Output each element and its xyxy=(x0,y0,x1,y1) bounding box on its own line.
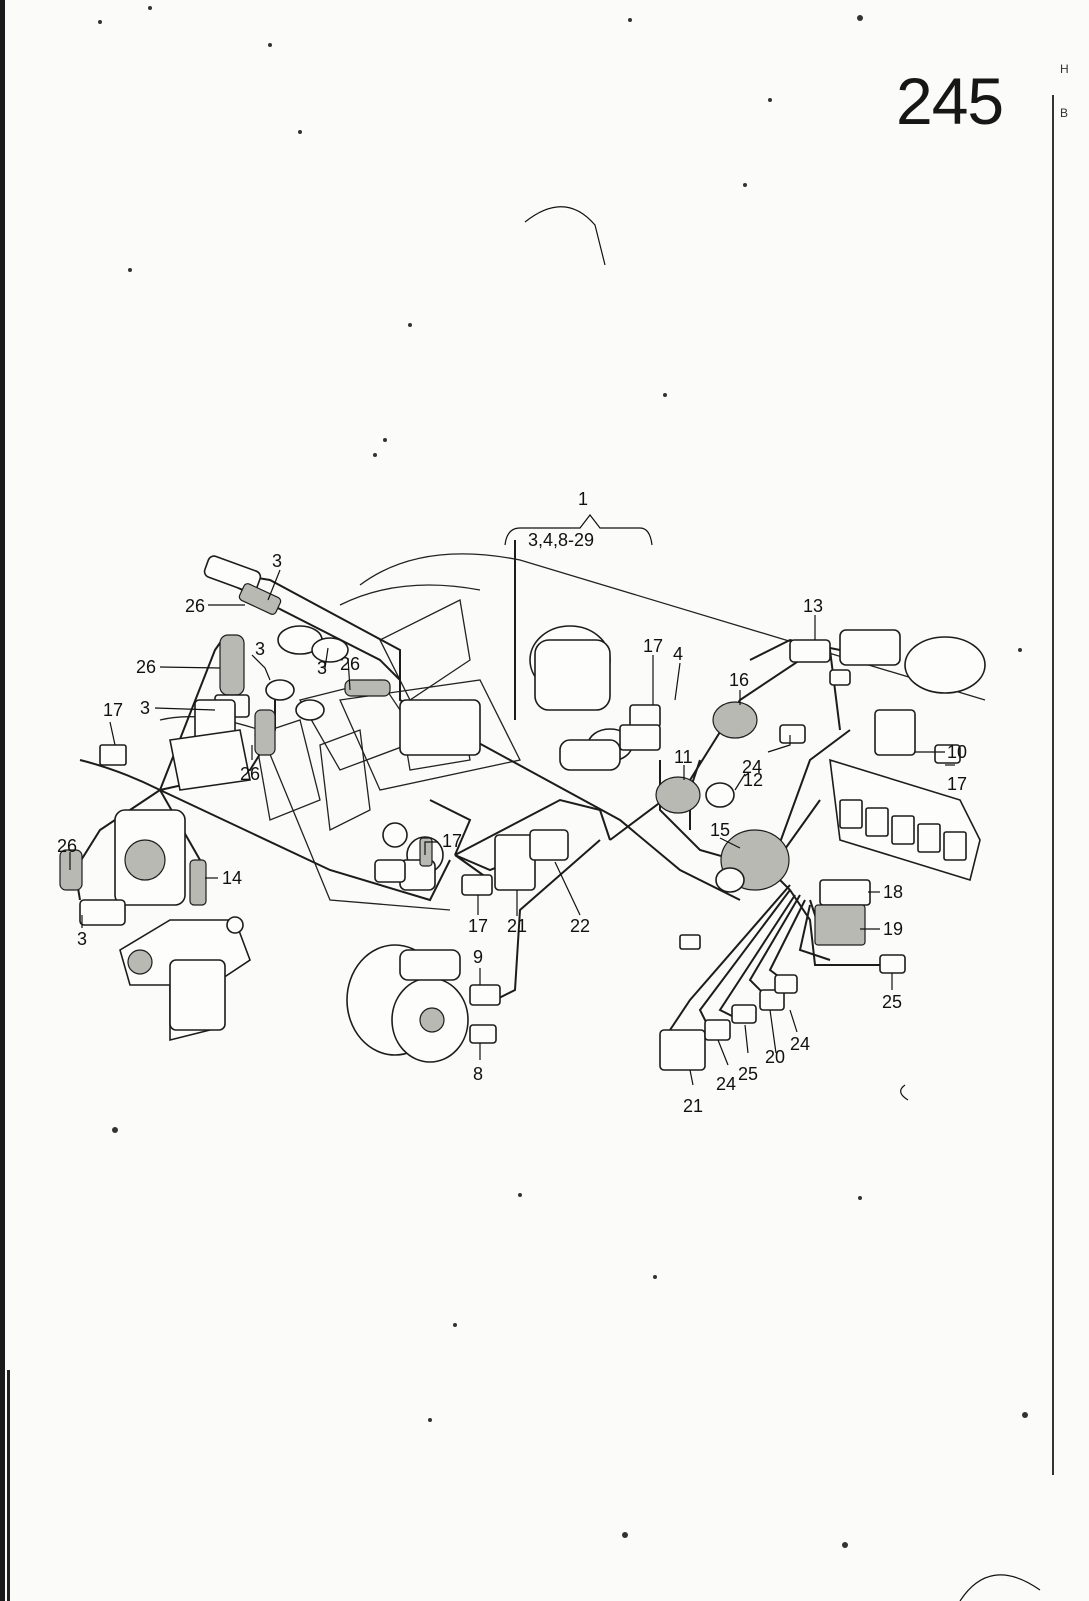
callout-26: 26 xyxy=(340,654,360,674)
vehicle-body-outline xyxy=(159,553,986,911)
corner-mark-side: B xyxy=(1060,106,1069,120)
callout-3: 3 xyxy=(140,698,150,718)
group-bracket: 1 3,4,8-29 xyxy=(504,489,653,550)
callout-18: 18 xyxy=(883,882,903,902)
callout-17: 17 xyxy=(103,700,123,720)
callout-26: 26 xyxy=(57,836,77,856)
callout-15: 15 xyxy=(710,820,730,840)
callout-17: 17 xyxy=(468,916,488,936)
callout-24: 24 xyxy=(742,757,762,777)
leader-lines xyxy=(69,569,955,1086)
harness-wires xyxy=(73,540,880,1031)
callout-22: 22 xyxy=(570,916,590,936)
page-number: 245 xyxy=(896,64,1004,138)
callout-25: 25 xyxy=(738,1064,758,1084)
callout-20: 20 xyxy=(765,1047,785,1067)
callout-3: 3 xyxy=(272,551,282,571)
callout-3: 3 xyxy=(255,639,265,659)
corner-mark-top: H xyxy=(1060,62,1069,76)
callout-17: 17 xyxy=(643,636,663,656)
callout-17: 17 xyxy=(442,831,462,851)
callout-26: 26 xyxy=(185,596,205,616)
callout-group-1: 1 xyxy=(578,489,588,509)
callout-24: 24 xyxy=(790,1034,810,1054)
components xyxy=(59,555,986,1071)
callout-26: 26 xyxy=(240,764,260,784)
callout-12: 12 xyxy=(743,770,763,790)
page-binding-edge-lower xyxy=(7,1370,10,1601)
callout-13: 13 xyxy=(803,596,823,616)
callout-19: 19 xyxy=(883,919,903,939)
callout-4: 4 xyxy=(673,644,683,664)
callout-21: 21 xyxy=(507,916,527,936)
scan-specks xyxy=(98,6,1041,1601)
callout-labels: 3 26 26 3 3 26 17 3 26 26 14 3 17 17 21 … xyxy=(57,551,967,1116)
callout-25: 25 xyxy=(882,992,902,1012)
callout-group-range: 3,4,8-29 xyxy=(528,530,594,550)
callout-10: 10 xyxy=(947,742,967,762)
callout-24: 24 xyxy=(716,1074,736,1094)
callout-21: 21 xyxy=(683,1096,703,1116)
callout-3: 3 xyxy=(317,658,327,678)
page-fold-line xyxy=(1052,95,1054,1475)
callout-17: 17 xyxy=(947,774,967,794)
callout-16: 16 xyxy=(729,670,749,690)
callout-3: 3 xyxy=(77,929,87,949)
callout-11: 11 xyxy=(674,747,693,767)
callout-14: 14 xyxy=(222,868,242,888)
page-binding-edge xyxy=(0,0,5,1601)
callout-9: 9 xyxy=(473,947,483,967)
callout-8: 8 xyxy=(473,1064,483,1084)
callout-26: 26 xyxy=(136,657,156,677)
